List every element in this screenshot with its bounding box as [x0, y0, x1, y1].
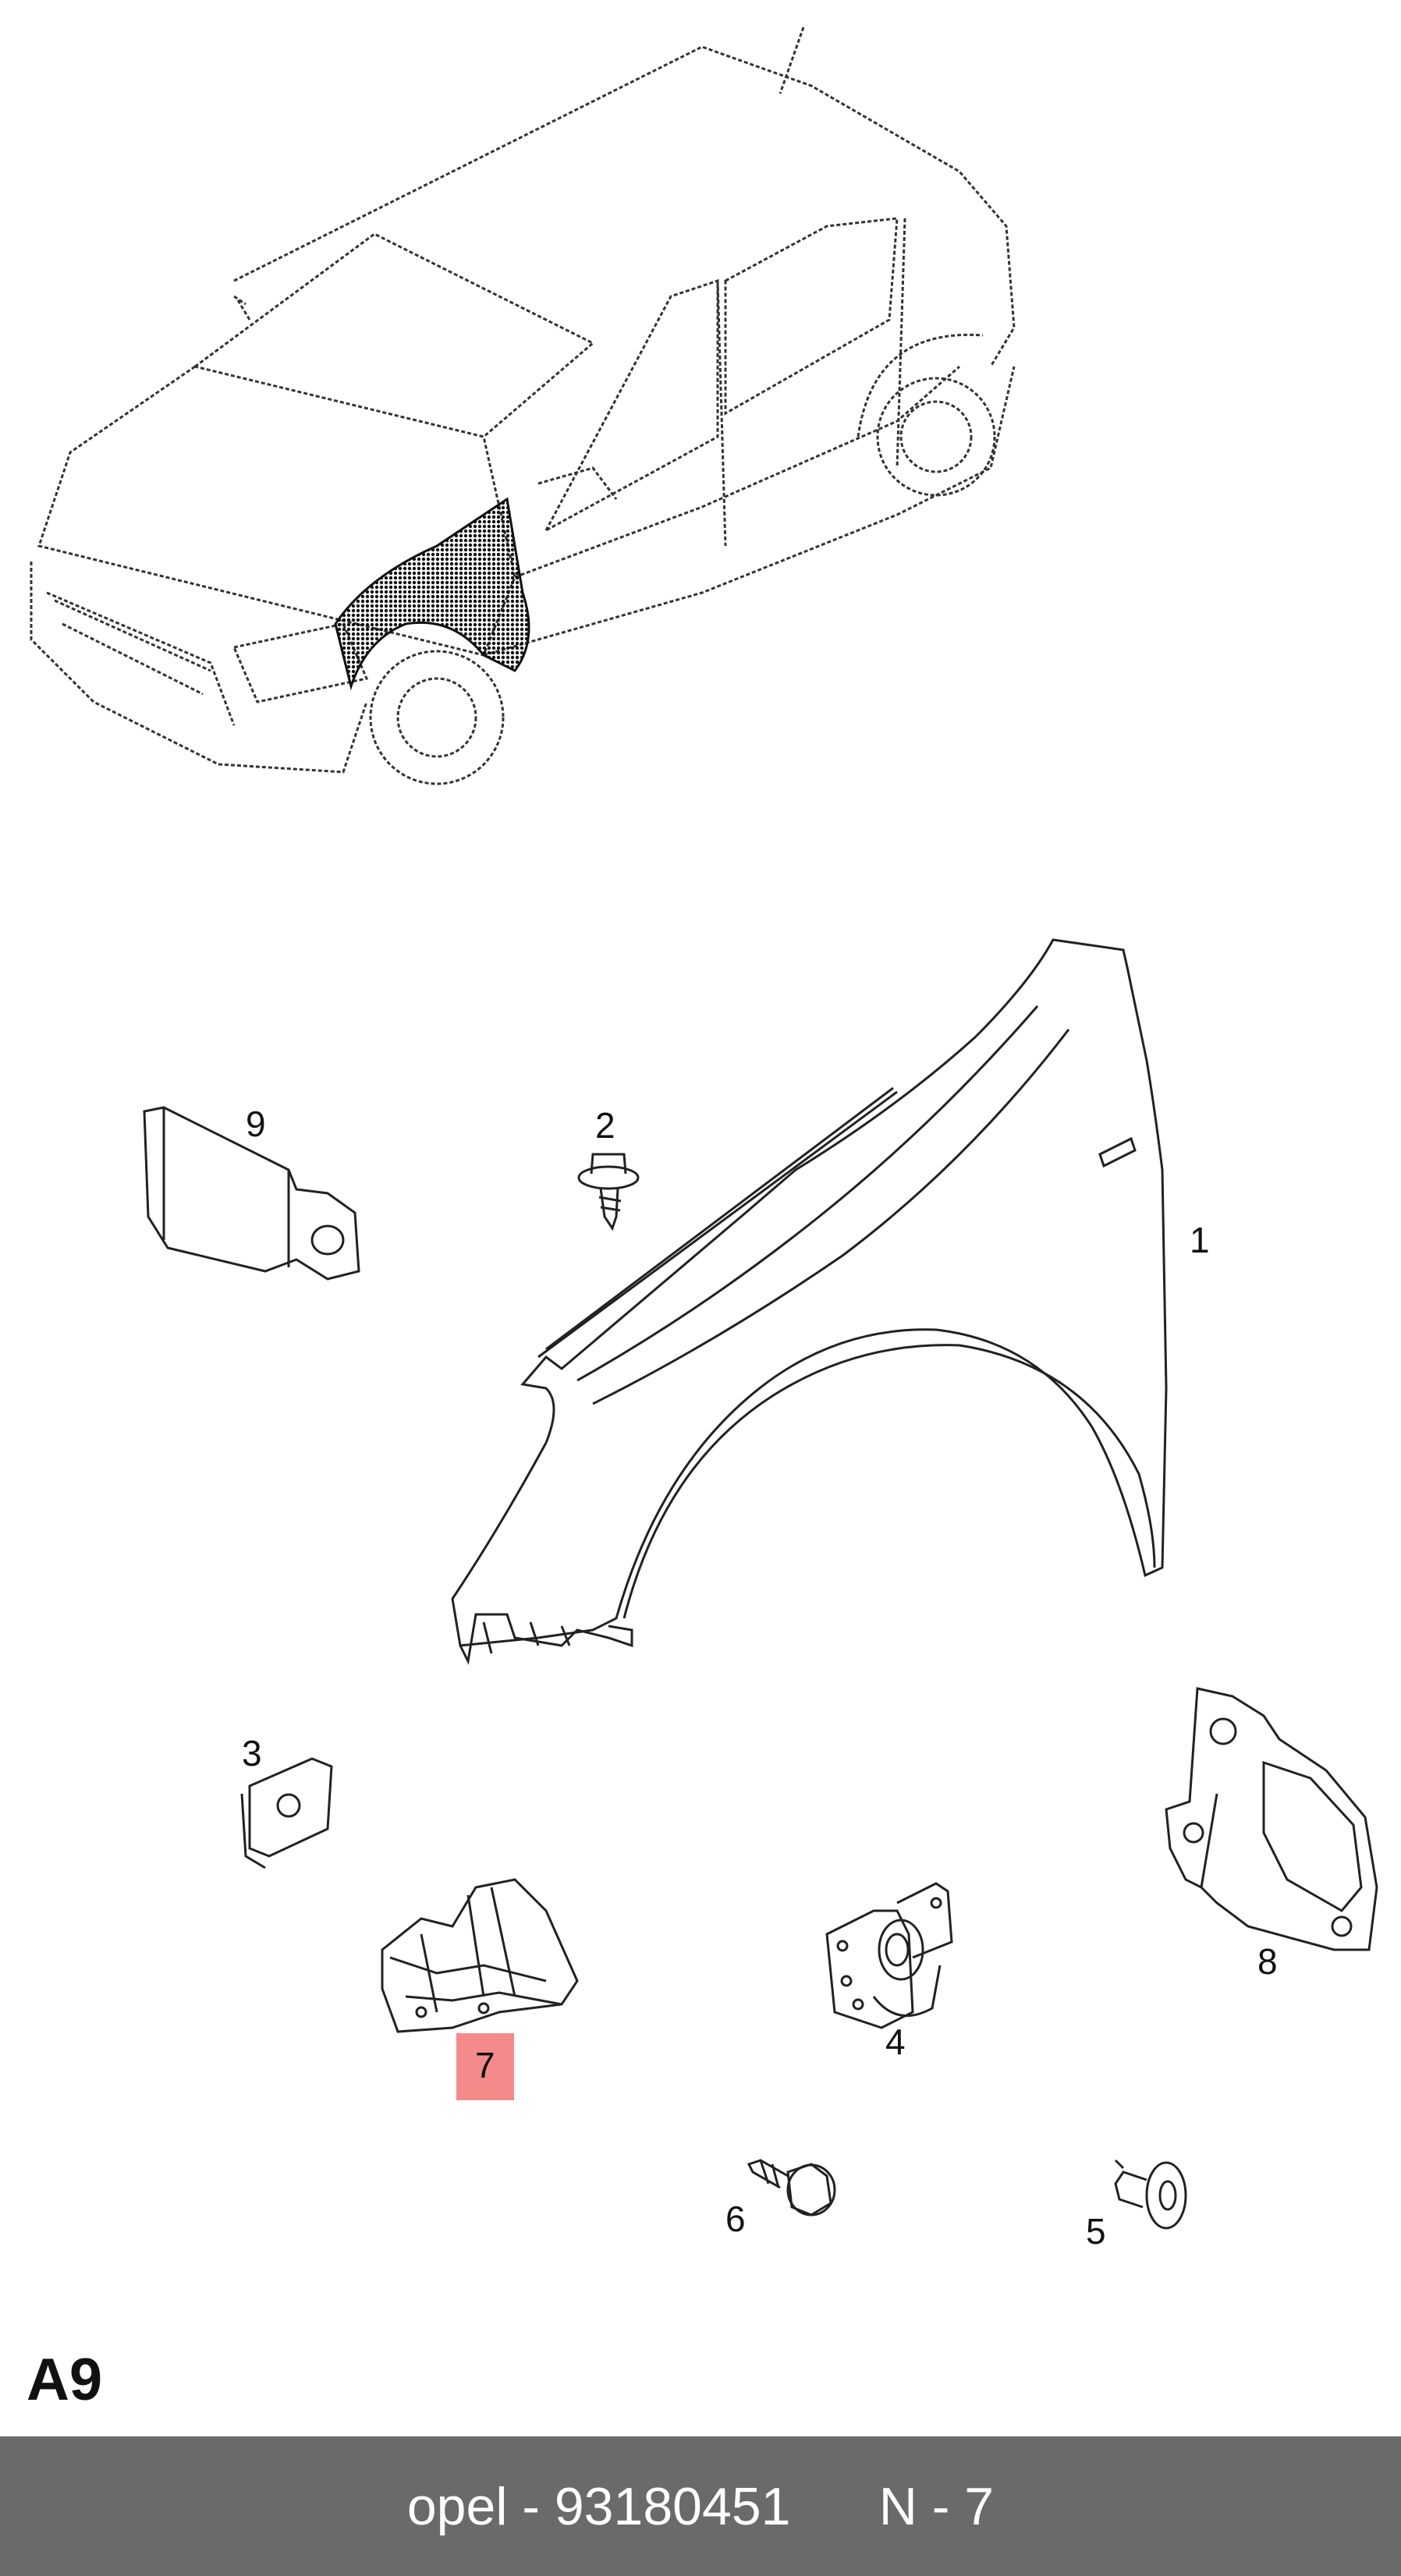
- part-6-bolt: [747, 2159, 836, 2216]
- car-overview: [30, 27, 1016, 785]
- callout-4: 4: [885, 2021, 906, 2062]
- callout-9: 9: [246, 1104, 266, 1144]
- part-number: 93180451: [554, 2476, 791, 2536]
- footer-gap: [790, 2476, 878, 2537]
- footer-bar: opel - 93180451 N - 7: [0, 2436, 1401, 2576]
- callout-3: 3: [242, 1733, 262, 1773]
- part-2-screw: [577, 1153, 640, 1231]
- part-7-support-bracket: [381, 1878, 579, 2033]
- car-fender-highlight: [334, 497, 530, 691]
- callout-5: 5: [1086, 2211, 1106, 2252]
- separator: -: [507, 2476, 555, 2536]
- callout-2: 2: [595, 1105, 615, 1146]
- callout-6: 6: [725, 2199, 746, 2239]
- position-label: N - 7: [878, 2476, 995, 2536]
- part-4-bushing-bracket: [825, 1882, 953, 2029]
- part-3-clip: [240, 1757, 333, 1869]
- callout-8: 8: [1257, 1941, 1278, 1982]
- part-9-bracket: [143, 1106, 360, 1281]
- brand-label: opel: [406, 2476, 508, 2536]
- exploded-parts-diagram: [30, 27, 1378, 2230]
- callout-1: 1: [1190, 1220, 1210, 1260]
- callout-7-highlighted: 7: [456, 2033, 514, 2100]
- section-code: A9: [27, 2347, 103, 2413]
- part-8-mounting-plate: [1165, 1687, 1378, 1951]
- part-5-push-clip: [1114, 2159, 1187, 2230]
- part-1-fender: [451, 938, 1168, 1665]
